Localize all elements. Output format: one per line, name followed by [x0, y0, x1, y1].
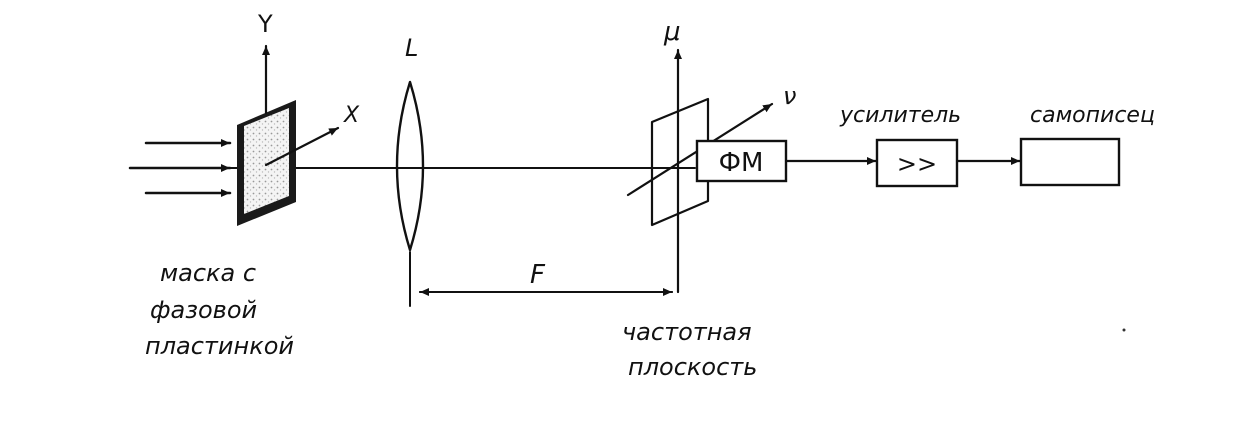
- axis-nu-label: ν: [783, 82, 796, 110]
- focal-length-dimension: [409, 251, 673, 307]
- stray-dot: [1122, 328, 1126, 332]
- axis-y-label: Y: [257, 10, 273, 38]
- phase-modulator-label: ФМ: [719, 148, 764, 178]
- amplifier-label: усилитель: [839, 103, 961, 128]
- amplifier-symbol: >>: [897, 150, 937, 178]
- frequency-plane: [650, 97, 710, 227]
- x-axis-arrow: [264, 126, 340, 167]
- incoming-beams: [128, 139, 232, 197]
- mask-caption-line3: пластинкой: [145, 332, 294, 360]
- phase-mask: [237, 100, 296, 226]
- lens: [395, 80, 425, 252]
- mask-caption-line2: фазовой: [150, 296, 257, 324]
- recorder-box: [1019, 137, 1121, 187]
- phase-modulator-box: [695, 139, 788, 183]
- axis-x-label: X: [343, 103, 360, 128]
- recorder-label: самописец: [1030, 103, 1155, 128]
- focal-length-label: F: [530, 260, 546, 290]
- amplifier-box: [875, 138, 959, 188]
- plane-caption-line1: частотная: [622, 318, 752, 346]
- mask-caption-line1: маска с: [160, 259, 256, 287]
- plane-caption-line2: плоскость: [628, 353, 757, 381]
- axis-mu-label: μ: [663, 17, 681, 47]
- lens-label: L: [405, 34, 418, 62]
